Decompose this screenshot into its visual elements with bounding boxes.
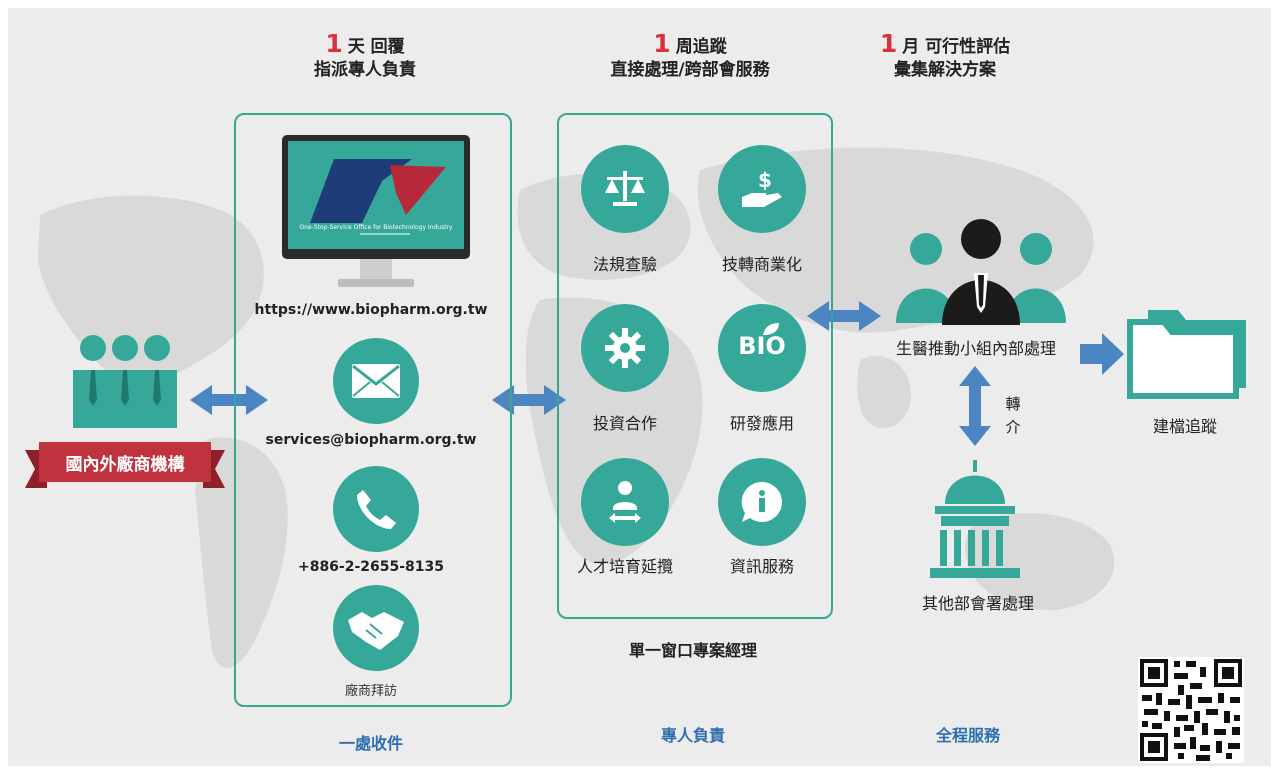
header-month-number: 1 [879, 29, 898, 58]
bio-leaf-icon: BIO [718, 304, 806, 392]
team-icon [896, 219, 1066, 325]
government-building-icon [930, 460, 1020, 578]
arrow-team-archive [1080, 333, 1124, 375]
header-day-sub: 指派專人負責 [314, 60, 416, 80]
header-day-number: 1 [325, 29, 343, 58]
email-icon [333, 338, 419, 424]
manager-label: 單一窗口專案經理 [628, 641, 757, 660]
handshake-icon [333, 585, 419, 671]
bio-text: BIO [738, 332, 786, 360]
header-month-sub: 彙集解決方案 [894, 60, 996, 80]
services-footer: 專人負責 [660, 726, 725, 745]
phone-link[interactable]: +886-2-2655-8135 [297, 559, 445, 575]
monitor-icon [282, 135, 470, 287]
service-label-info: 資訊服務 [729, 557, 794, 576]
service-label-rnd: 研發應用 [729, 414, 794, 433]
scale-icon [581, 145, 669, 233]
email-link[interactable]: services@biopharm.org.tw [265, 432, 477, 448]
archive-label: 建檔追蹤 [1152, 417, 1217, 436]
arrow-services-team [807, 301, 881, 331]
phone-icon [333, 466, 419, 552]
service-label-investment: 投資合作 [592, 414, 657, 433]
referral-char-1: 轉 [1005, 395, 1021, 413]
website-link[interactable]: https://www.biopharm.org.tw [254, 302, 488, 318]
service-label-regulation: 法規查驗 [592, 255, 657, 274]
gear-icon [581, 304, 669, 392]
visit-label: 廠商拜訪 [344, 684, 397, 699]
header-week-sub: 直接處理/跨部會服務 [610, 60, 770, 80]
arrow-left-intake [190, 385, 268, 415]
header-month-unit: 月 可行性評估 [902, 37, 1011, 57]
arrow-team-agencies [959, 366, 991, 446]
banner-ribbon [25, 442, 225, 488]
banner-label: 國內外廠商機構 [65, 455, 185, 475]
monitor-caption: One-Stop-Service Office for Biotechnolog… [299, 224, 453, 231]
services-panel [557, 113, 833, 619]
header-week-unit: 周追蹤 [675, 37, 727, 57]
referral-char-2: 介 [1005, 418, 1021, 436]
service-label-talent: 人才培育延攬 [576, 557, 673, 576]
agencies-label: 其他部會署處理 [921, 594, 1034, 613]
svg-text:$: $ [758, 168, 772, 192]
intake-footer: 一處收件 [338, 734, 403, 753]
header-day-unit: 天 回覆 [347, 37, 405, 57]
folder-icon [1127, 310, 1246, 399]
right-footer: 全程服務 [935, 726, 1000, 745]
info-icon [718, 458, 806, 546]
intake-panel [234, 113, 512, 707]
team-label: 生醫推動小組內部處理 [895, 339, 1056, 358]
person-arrows-icon [581, 458, 669, 546]
business-group-icon [73, 335, 177, 428]
qr-code [1138, 657, 1244, 763]
service-label-tech-transfer: 技轉商業化 [721, 255, 802, 274]
header-week-number: 1 [653, 29, 671, 58]
dollar-hand-icon: $ [718, 145, 806, 233]
referral-label: 轉 介 [998, 393, 1028, 439]
